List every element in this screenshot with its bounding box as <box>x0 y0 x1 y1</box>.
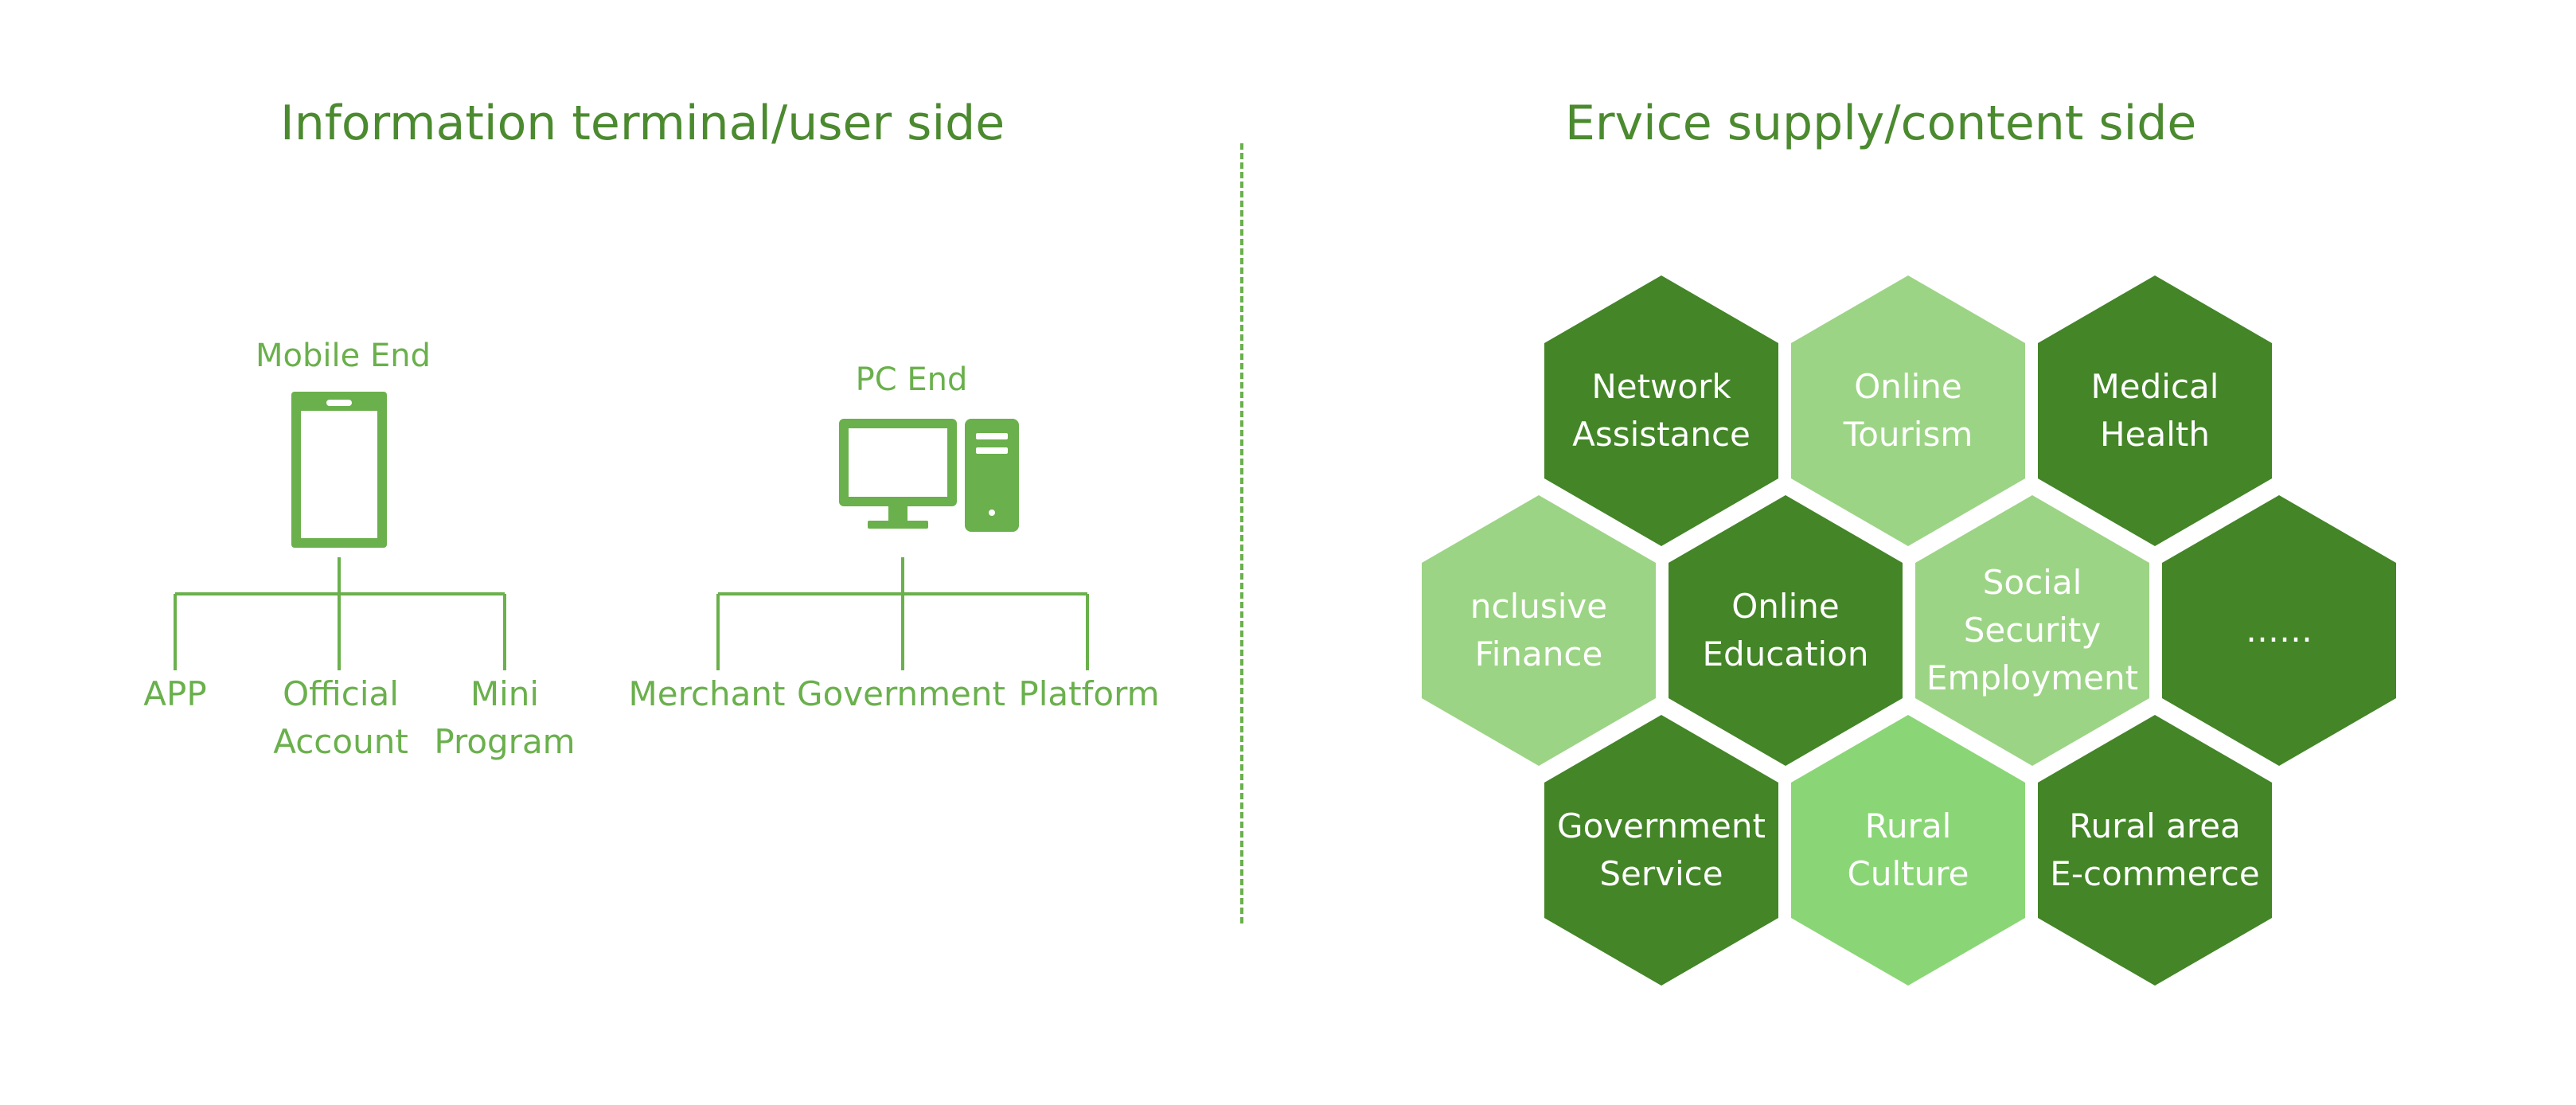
pc-child-government: Government <box>797 674 1005 713</box>
hex-more-ellipsis: …… <box>2162 495 2396 766</box>
mobile-child-mini-program: Mini Program <box>434 674 576 761</box>
pc-tree-lines <box>716 557 1089 670</box>
mobile-child-official-account: Official Account <box>273 674 408 761</box>
mobile-tree-lines <box>174 557 506 670</box>
smartphone-icon <box>291 392 387 548</box>
pc-child-merchant: Merchant <box>628 674 786 713</box>
left-section-title: Information terminal/user side <box>280 96 1005 151</box>
right-section-title: Ervice supply/content side <box>1565 96 2197 151</box>
pc-end-label: PC End <box>855 361 968 398</box>
section-divider <box>1240 143 1243 923</box>
mobile-child-app: APP <box>143 674 207 713</box>
mobile-end-label: Mobile End <box>256 338 431 374</box>
desktop-computer-icon <box>839 419 1019 532</box>
pc-child-platform: Platform <box>1018 674 1160 713</box>
